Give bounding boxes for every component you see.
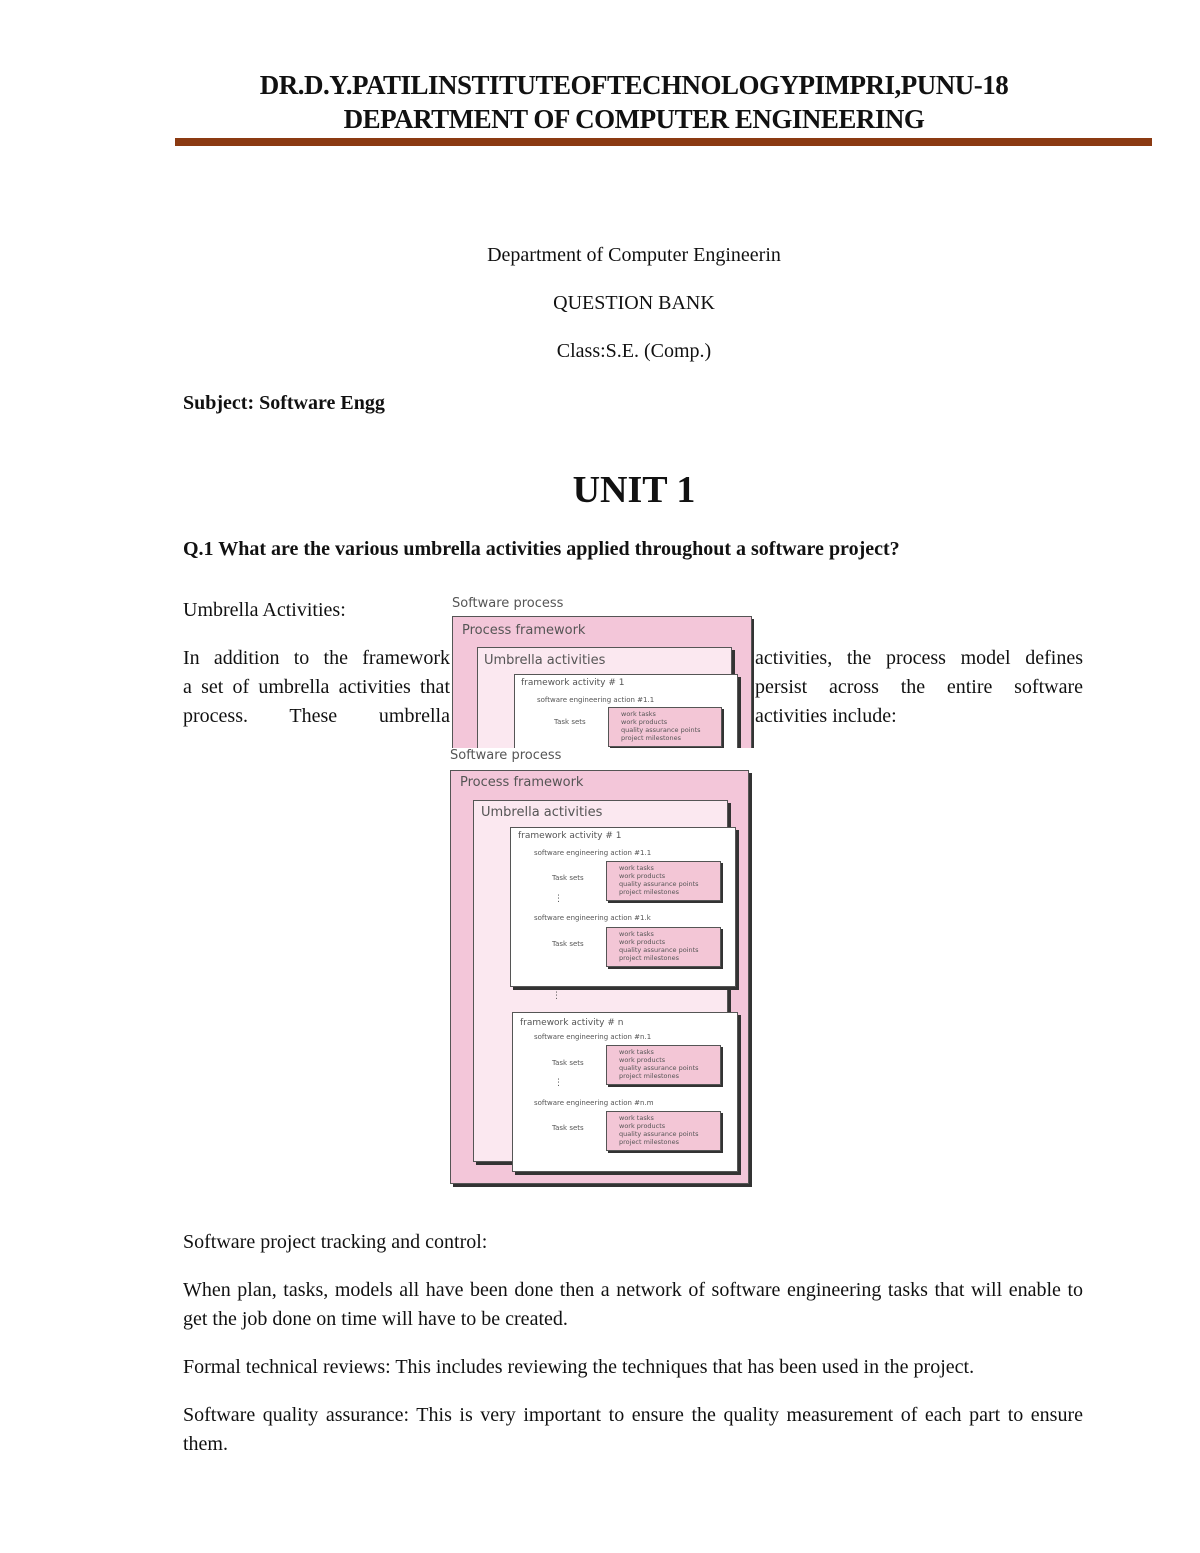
para-line: activities include: <box>755 705 897 727</box>
para-line: activities, the process model defines <box>755 647 1083 669</box>
process-framework-label: Process framework <box>460 775 584 790</box>
ellipsis: ⋮ <box>554 894 563 904</box>
process-framework-label: Process framework <box>462 623 586 638</box>
question-1: Q.1 What are the various umbrella activi… <box>183 538 900 560</box>
action-label: software engineering action #1.1 <box>537 696 655 704</box>
tracking-text: When plan, tasks, models all have been d… <box>183 1279 1083 1330</box>
para-line: process. These umbrella <box>183 705 450 727</box>
action-1-1-label: software engineering action #1.1 <box>534 849 652 857</box>
subject-line: Subject: Software Engg <box>183 392 385 414</box>
software-process-diagram-cropped: Software process Process framework Umbre… <box>450 594 754 748</box>
para-line: a set of umbrella activities that <box>183 676 450 698</box>
action-n-m-label: software engineering action #n.m <box>534 1099 654 1107</box>
task-sets-label: Task sets <box>552 1124 584 1132</box>
task-sets-label: Task sets <box>552 940 584 948</box>
action-n-1-label: software engineering action #n.1 <box>534 1033 652 1041</box>
class-line: Class:S.E. (Comp.) <box>556 340 712 362</box>
paragraph-right: activities, the process model defines pe… <box>755 644 1083 731</box>
umbrella-label: Umbrella activities <box>484 653 606 668</box>
department-line: Department of Computer Engineerin <box>487 244 781 266</box>
formal-reviews-text: Formal technical reviews: This includes … <box>183 1356 975 1378</box>
question-bank-title: QUESTION BANK <box>553 292 715 314</box>
umbrella-label: Umbrella activities <box>481 805 603 820</box>
umbrella-heading: Umbrella Activities: <box>183 599 346 621</box>
ellipsis: ⋮ <box>552 991 561 1001</box>
ellipsis: ⋮ <box>554 1078 563 1088</box>
unit-heading: UNIT 1 <box>572 469 696 511</box>
action-1-k-label: software engineering action #1.k <box>534 914 651 922</box>
diagram-title: Software process <box>452 596 564 611</box>
para-line: In addition to the framework <box>183 647 450 669</box>
department-title: DEPARTMENT OF COMPUTER ENGINEERING <box>343 104 925 134</box>
task-sets-label: Task sets <box>552 874 584 882</box>
software-process-diagram: Software process Process framework Umbre… <box>448 748 752 1188</box>
tracking-heading: Software project tracking and control: <box>183 1231 488 1253</box>
paragraph-left: In addition to the framework a set of um… <box>183 644 450 731</box>
framework-activity-label: framework activity # 1 <box>521 678 625 688</box>
task-sets-label: Task sets <box>554 718 586 726</box>
header-divider <box>175 138 1152 146</box>
diagram-title: Software process <box>450 748 562 763</box>
framework-activity-n-label: framework activity # n <box>520 1018 624 1028</box>
para-line: persist across the entire software <box>755 676 1083 698</box>
task-sets-label: Task sets <box>552 1059 584 1067</box>
institute-title: DR.D.Y.PATILINSTITUTEOFTECHNOLOGYPIMPRI,… <box>259 70 1009 100</box>
quality-assurance-text: Software quality assurance: This is very… <box>183 1404 1083 1455</box>
framework-activity-1-label: framework activity # 1 <box>518 831 622 841</box>
